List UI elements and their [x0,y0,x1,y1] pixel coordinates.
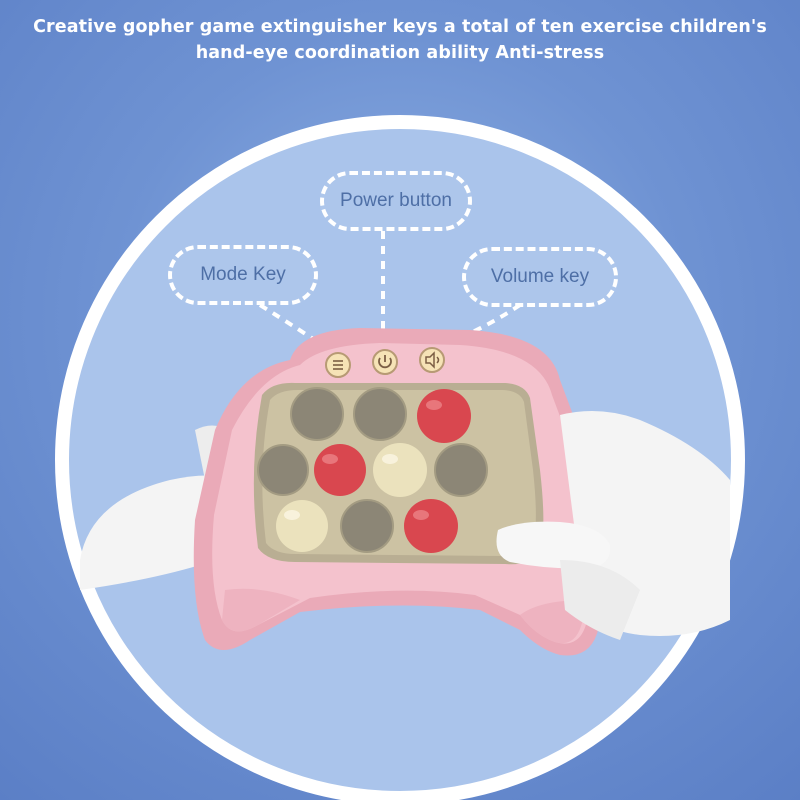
power-button-label: Power button [340,190,452,211]
mode-icon [333,360,343,370]
bubble-row-2 [257,443,488,497]
bubble [417,389,471,443]
bubble [257,444,309,496]
bubble-row-1 [290,387,471,443]
right-hand [496,411,730,640]
bubble-row-3 [276,499,458,553]
top-buttons [325,347,445,378]
product-title: Creative gopher game extinguisher keys a… [0,14,800,66]
mode-key-label: Mode Key [200,264,286,285]
bubble [404,499,458,553]
bubble [290,387,344,441]
bubble [373,443,427,497]
popit-game-device [193,328,602,656]
bubble [434,443,488,497]
volume-icon [425,351,440,369]
power-button-callout: Power button [320,171,472,231]
title-line-2: hand-eye coordination ability Anti-stres… [195,43,605,63]
volume-key-callout: Volume key [462,247,618,307]
title-line-1: Creative gopher game extinguisher keys a… [33,17,767,37]
bubble [353,387,407,441]
volume-button [419,347,445,373]
bubble [314,444,366,496]
bubble [276,500,328,552]
power-icon [378,357,392,369]
mode-key-callout: Mode Key [168,245,318,305]
volume-key-label: Volume key [490,266,590,287]
bubble [340,499,394,553]
